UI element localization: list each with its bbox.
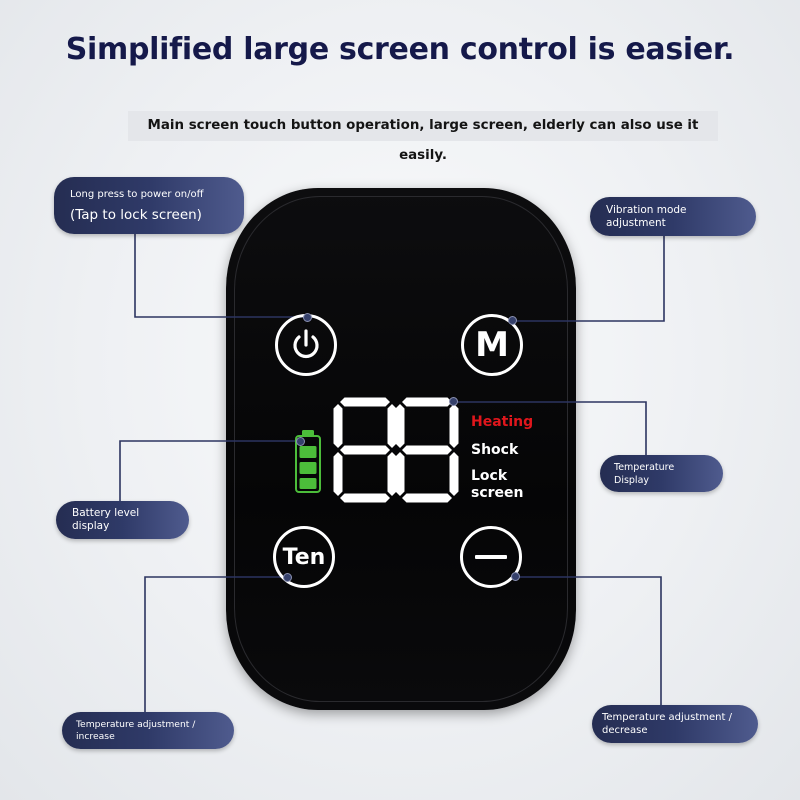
decrease-anchor-dot (511, 572, 520, 581)
status-shock: Shock (471, 442, 519, 458)
temperature-display-callout: Temperature Display (600, 455, 723, 492)
battery-callout-line (119, 440, 300, 501)
increase-anchor-dot (283, 573, 292, 582)
increase-callout: Temperature adjustment / increase (62, 712, 234, 749)
digit-1-segment-d (340, 493, 390, 503)
digit-2-segment-d (402, 493, 452, 503)
display-anchor-dot (449, 397, 458, 406)
seven-segment-display (333, 397, 459, 503)
page-subtitle: Main screen touch button operation, larg… (147, 118, 699, 163)
status-heating: Heating (471, 414, 534, 430)
digit-2-segment-e (395, 452, 405, 496)
digit-1-segment-c (387, 452, 397, 496)
power-callout-line (134, 233, 307, 318)
digit-1-segment-f (333, 404, 343, 448)
page-title: Simplified large screen control is easie… (65, 32, 735, 67)
battery-bar-3 (299, 446, 317, 458)
digit-1-segment-b (387, 404, 397, 448)
increase-button[interactable]: Ten (273, 526, 335, 588)
digit-2-segment-f (395, 404, 405, 448)
power-anchor-dot (303, 313, 312, 322)
battery-callout-label: Battery level display (72, 507, 140, 532)
decrease-button[interactable]: — (460, 526, 522, 588)
subtitle-background (128, 111, 718, 141)
power-callout-line2: (Tap to lock screen) (70, 206, 202, 223)
controller-bezel (234, 196, 568, 702)
mode-button-label: M (475, 325, 509, 365)
increase-button-label: Ten (282, 544, 326, 570)
status-lock-screen: Lock screen (471, 468, 524, 501)
increase-callout-label: Temperature adjustment / increase (76, 718, 196, 742)
digit-2-segment-g (402, 445, 452, 455)
digit-1-segment-g (340, 445, 390, 455)
digit-1-segment-a (340, 397, 390, 407)
increase-callout-line (144, 576, 287, 712)
mode-button[interactable]: M (461, 314, 523, 376)
decrease-callout-label: Temperature adjustment / decrease (602, 712, 732, 736)
digit-2-segment-a (402, 397, 452, 407)
temperature-display-line (453, 401, 647, 456)
digit-1-segment-e (333, 452, 343, 496)
digit-2-segment-b (449, 404, 459, 448)
vibration-callout-line (512, 236, 665, 322)
battery-bar-1 (299, 478, 317, 489)
power-icon (293, 329, 319, 359)
mode-anchor-dot (508, 316, 517, 325)
vibration-callout: Vibration mode adjustment (590, 197, 756, 236)
minus-icon (475, 555, 507, 559)
power-button[interactable] (275, 314, 337, 376)
battery-callout: Battery level display (56, 501, 189, 539)
battery-bar-2 (299, 462, 317, 474)
digit-2-segment-c (449, 452, 459, 496)
vibration-callout-label: Vibration mode adjustment (606, 203, 687, 229)
battery-anchor-dot (296, 437, 305, 446)
power-callout: Long press to power on/off (Tap to lock … (54, 177, 244, 234)
decrease-callout-line (515, 576, 662, 706)
decrease-callout: Temperature adjustment / decrease (592, 705, 758, 743)
power-callout-line1: Long press to power on/off (70, 188, 204, 200)
battery-icon (295, 430, 321, 493)
temperature-display-label: Temperature Display (614, 461, 675, 486)
